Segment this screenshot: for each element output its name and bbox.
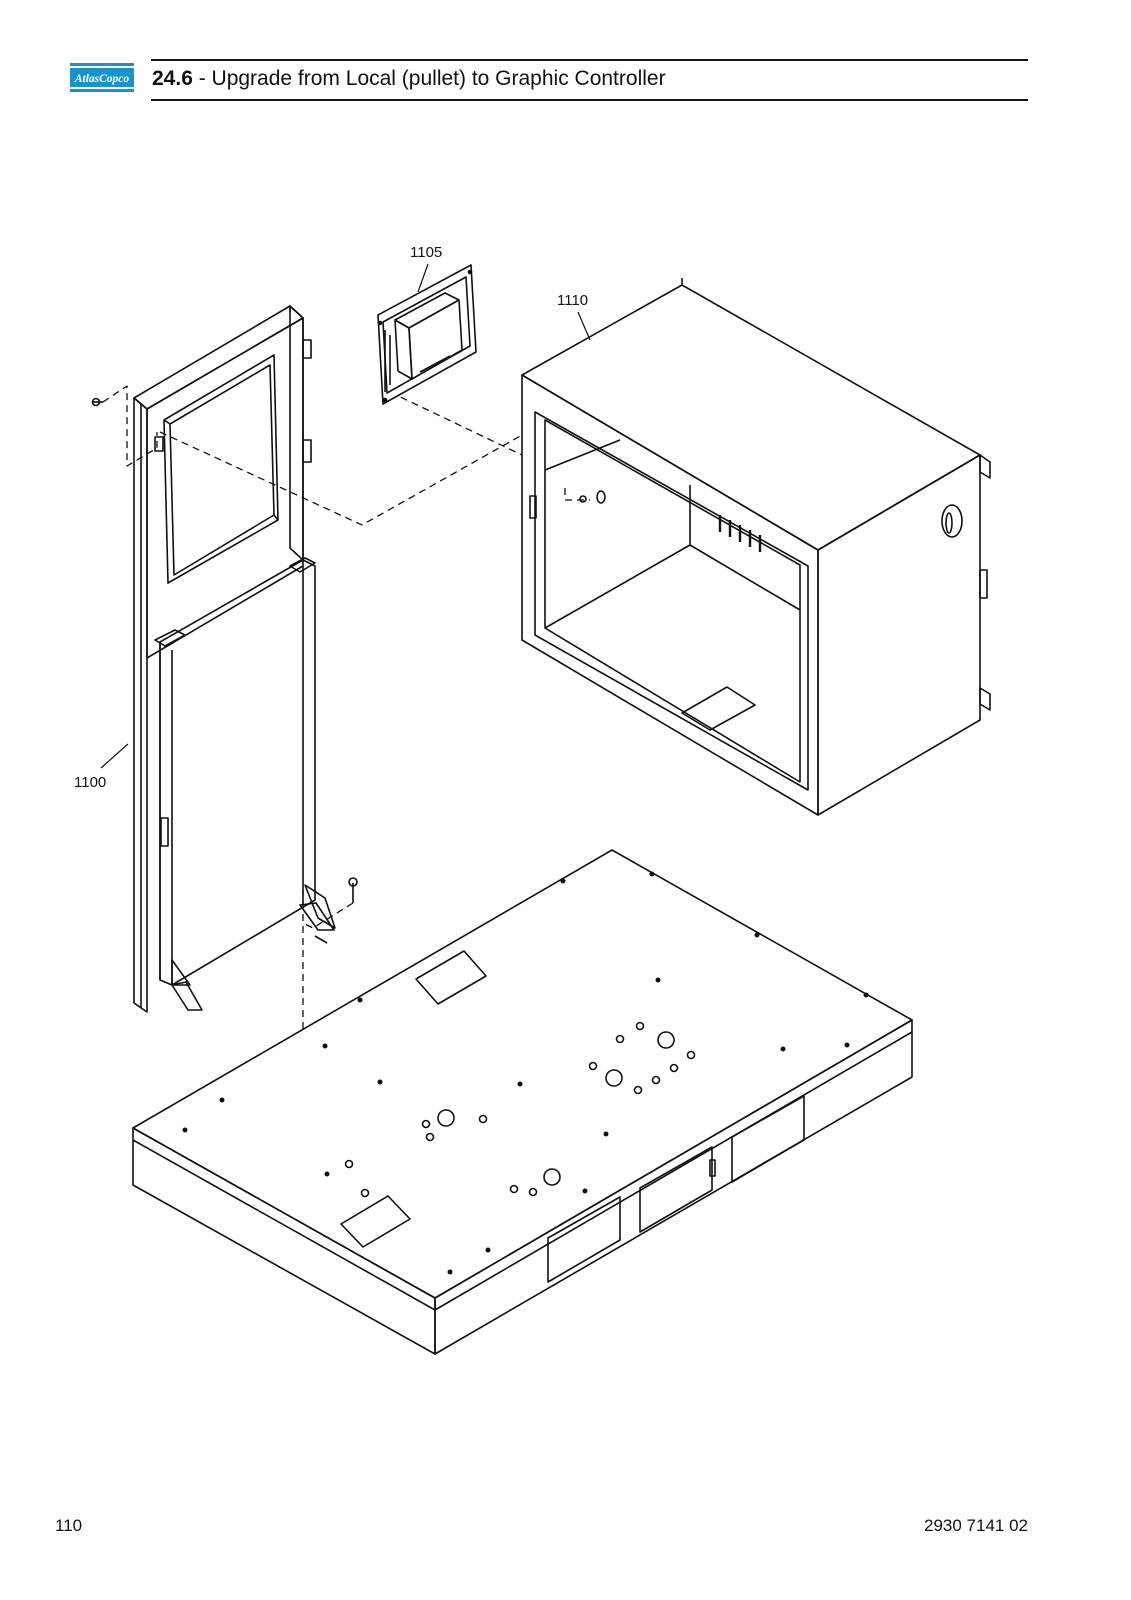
base-plate: [132, 849, 913, 1355]
controller-part-1105: [377, 264, 477, 405]
atlas-copco-logo: AtlasCopco: [70, 63, 134, 92]
fasteners: [91, 397, 606, 903]
callout-1105: 1105: [410, 244, 442, 261]
document-number: 2930 7141 02: [924, 1516, 1028, 1535]
page-number: 110: [55, 1516, 83, 1535]
svg-text:AtlasCopco: AtlasCopco: [74, 73, 130, 85]
enclosure-part-1110: [521, 278, 991, 816]
callout-1100: 1100: [74, 774, 106, 791]
callout-1110: 1110: [557, 292, 588, 309]
frame-part-1100: [133, 305, 336, 1013]
assembly-dashed-lines: [102, 385, 590, 1030]
section-title: - Upgrade from Local (pullet) to Graphic…: [192, 67, 666, 90]
header-rule-top: [151, 59, 1028, 61]
header-rule-bottom: [151, 99, 1028, 101]
page-title: 24.6 - Upgrade from Local (pullet) to Gr…: [152, 65, 666, 93]
callout-leaders: [100, 263, 591, 769]
section-number: 24.6: [152, 67, 193, 90]
